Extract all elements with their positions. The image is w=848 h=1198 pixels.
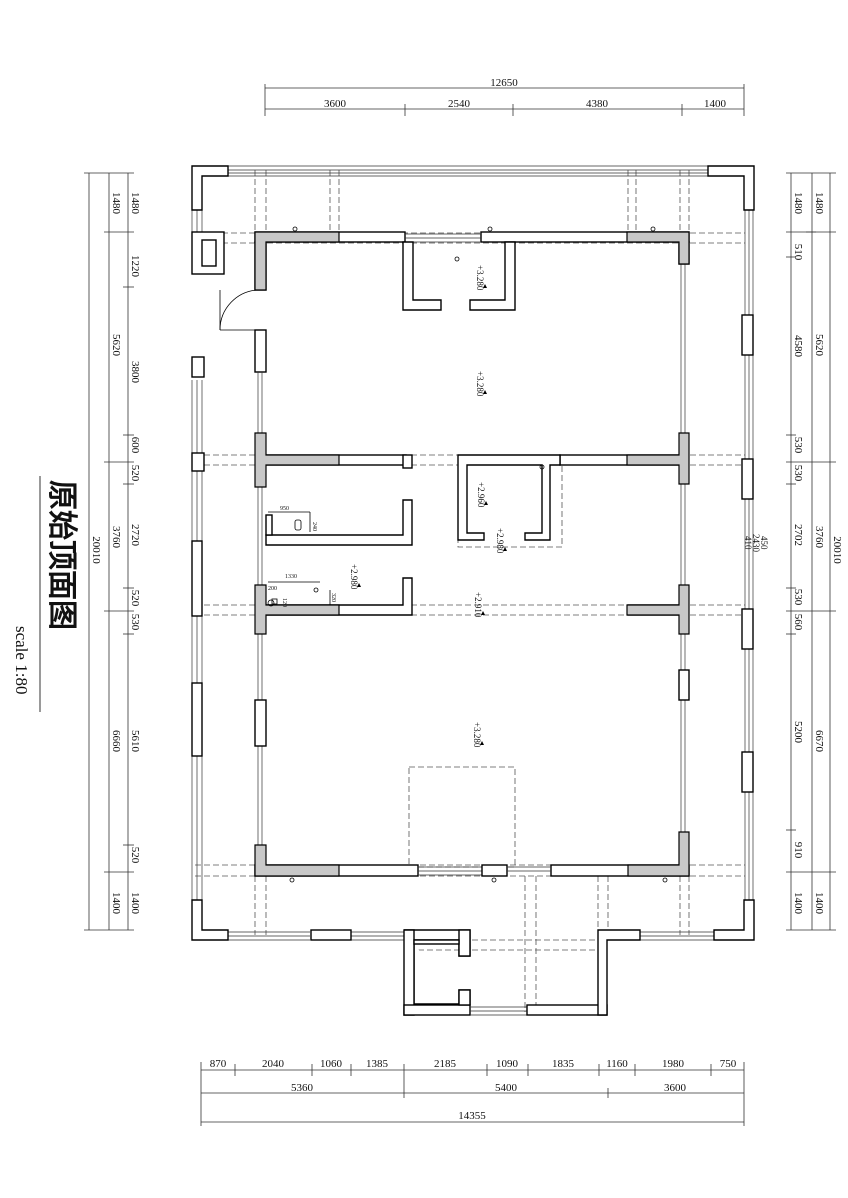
fixture-label: 200	[268, 586, 277, 592]
dim-top-seg: 4380	[586, 98, 609, 110]
dim-left-inner: 1220	[129, 255, 141, 278]
dim-right-inner: 1400	[792, 892, 804, 915]
dim-bottom-mid: 3600	[664, 1082, 687, 1094]
fixture-label: 1330	[285, 574, 297, 580]
dim-right-outer: 3760	[813, 526, 825, 549]
dim-right-inner: 530	[792, 437, 804, 454]
dim-left-inner: 2720	[129, 524, 141, 547]
fixture-label: 240	[311, 522, 317, 531]
dim-bottom-seg: 750	[720, 1058, 737, 1070]
outer-walls	[191, 165, 755, 941]
dim-bottom-mid: 5360	[291, 1082, 314, 1094]
dim-left-outer: 1480	[110, 192, 122, 215]
dim-left-inner: 1400	[129, 892, 141, 915]
dim-bottom-seg: 1160	[606, 1058, 628, 1070]
dim-right-inner: 4580	[792, 335, 804, 358]
right-dimensions: 1480 510 4580 530 530 2702 530 560 5200 …	[786, 172, 843, 931]
stack-dim: 410	[743, 536, 753, 550]
elevation-label: +3.280	[475, 371, 485, 397]
elevation-label: +2.980	[349, 564, 359, 590]
drawing-title: 原始顶面图	[45, 480, 78, 630]
ceiling-elevations: +3.280 +3.280 +2.960 +2.980 +2.980 +2.91…	[349, 265, 507, 748]
dim-left-inner: 5610	[129, 730, 141, 753]
dim-left-inner: 520	[129, 847, 141, 864]
dim-right-inner: 5200	[792, 721, 804, 744]
left-dimensions: 20010 1480 5620 3760 6660 1400 1480 1220…	[84, 172, 141, 931]
fixture-label: 320	[330, 593, 336, 602]
dim-left-inner: 600	[129, 437, 141, 454]
dim-bottom-seg: 1090	[496, 1058, 519, 1070]
dim-left-inner: 520	[129, 465, 141, 482]
dim-top-seg: 2540	[448, 98, 471, 110]
dim-bottom-seg: 2185	[434, 1058, 457, 1070]
dim-bottom-total: 14355	[458, 1110, 486, 1122]
dim-bottom-seg: 870	[210, 1058, 227, 1070]
structural-columns	[254, 231, 690, 877]
inner-walls	[254, 231, 690, 877]
elevation-label: +2.960	[476, 482, 486, 508]
dim-right-inner: 2702	[792, 524, 804, 546]
elevation-label: +2.910	[473, 592, 483, 618]
dim-top-seg: 1400	[704, 98, 727, 110]
drawing-scale: scale 1:80	[12, 626, 31, 694]
dim-right-outer: 6670	[813, 730, 825, 753]
dim-bottom-seg: 1060	[320, 1058, 343, 1070]
dim-left-inner: 1480	[129, 192, 141, 215]
bottom-annex	[403, 929, 641, 1016]
elevation-label: +3.280	[475, 265, 485, 291]
fixtures: 950 240 1330 200 120 320	[267, 226, 668, 883]
dim-right-inner: 560	[792, 614, 804, 631]
dim-left-outer: 3760	[110, 526, 122, 549]
elevation-label: +2.980	[495, 528, 505, 554]
top-dimensions: 12650 3600 2540 4380 1400	[264, 77, 745, 116]
fixture-label: 950	[280, 506, 289, 512]
stack-dim: 450	[759, 536, 769, 550]
dim-left-inner: 3800	[129, 361, 141, 384]
dim-right-inner: 530	[792, 465, 804, 482]
dim-top-seg: 3600	[324, 98, 347, 110]
dim-right-outer: 5620	[813, 334, 825, 357]
dim-right-outer: 1400	[813, 892, 825, 915]
dim-left-total: 20010	[90, 536, 102, 564]
dim-right-inner: 510	[792, 244, 804, 261]
dim-top-total: 12650	[490, 77, 518, 89]
dim-left-outer: 6660	[110, 730, 122, 753]
beam-lines	[195, 170, 745, 1012]
dim-bottom-mid: 5400	[495, 1082, 518, 1094]
dim-right-inner: 910	[792, 842, 804, 859]
dim-right-inner: 530	[792, 589, 804, 606]
dim-bottom-seg: 1980	[662, 1058, 685, 1070]
dim-left-outer: 5620	[110, 334, 122, 357]
elevation-label: +3.280	[472, 722, 482, 748]
dim-right-inner: 1480	[792, 192, 804, 215]
dim-bottom-seg: 2040	[262, 1058, 285, 1070]
dim-left-inner: 530	[129, 614, 141, 631]
dim-bottom-seg: 1385	[366, 1058, 389, 1070]
dim-left-inner: 520	[129, 590, 141, 607]
dim-right-outer: 1480	[813, 192, 825, 215]
dim-left-outer: 1400	[110, 892, 122, 915]
dim-right-total: 20010	[831, 536, 843, 564]
drawing-title-block: 原始顶面图 scale 1:80	[12, 476, 78, 712]
stack-dim: 2430	[751, 534, 761, 553]
dim-bottom-seg: 1835	[552, 1058, 575, 1070]
bottom-dimensions: 870 2040 1060 1385 2185 1090 1835 1160 1…	[200, 1058, 745, 1126]
center-stack-dimensions: 410 2430 450	[743, 534, 769, 553]
fixture-label: 120	[281, 598, 287, 607]
